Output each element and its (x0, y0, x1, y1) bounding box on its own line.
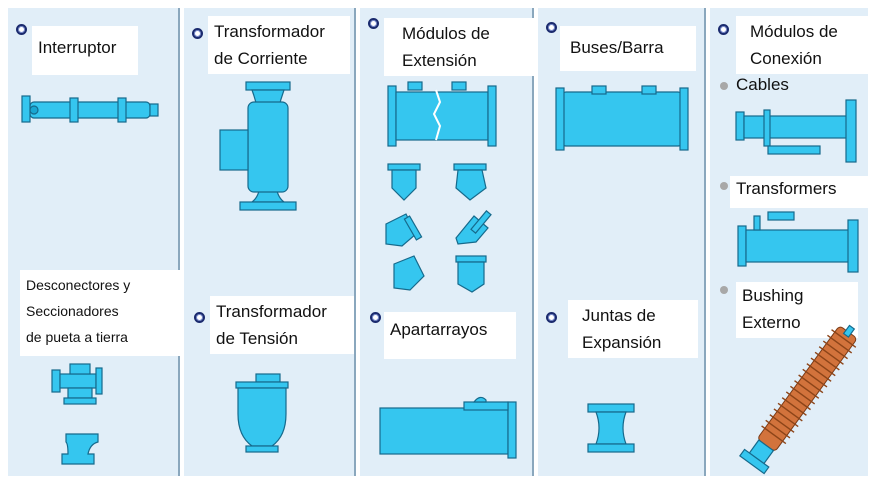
modulo-extension-elbow-1 (387, 163, 421, 201)
label-cables: Cables (736, 75, 789, 94)
modulo-extension-elbow-4 (455, 210, 492, 245)
bullet-ring-icon (546, 22, 557, 33)
label-buses-barra: Buses/Barra (560, 26, 696, 71)
label-juntas-expansion: Juntas de Expansión (568, 300, 698, 358)
bullet-ring-icon (368, 18, 379, 29)
label-transformers: Transformers (730, 176, 868, 208)
label-modulos-extension: Módulos de Extensión (384, 18, 536, 76)
bullet-ring-icon (194, 312, 205, 323)
label-transformador-tension: Transformador de Tensión (210, 296, 354, 354)
modulo-extension-elbow-5 (393, 255, 425, 291)
label-transformador-corriente: Transformador de Corriente (208, 16, 350, 74)
bus-barra-diagram (555, 85, 689, 151)
bullet-ring-icon (370, 312, 381, 323)
bushing-externo-diagram (739, 324, 857, 475)
bullet-ring-icon (546, 312, 557, 323)
modulo-extension-elbow-2 (453, 163, 487, 201)
label-interruptor: Interruptor (32, 26, 138, 75)
transformador-tension-diagram (235, 373, 289, 453)
bullet-ring-icon (718, 24, 729, 35)
conexion-transformers-diagram (737, 211, 859, 273)
label-apartarrayos: Apartarrayos (384, 312, 516, 359)
modulo-extension-long-diagram (387, 81, 497, 147)
gray-dot-icon (720, 286, 728, 294)
column-buses (538, 8, 706, 476)
interruptor-diagram (21, 95, 159, 123)
modulo-extension-elbow-6 (455, 255, 487, 293)
desconector-diagram (51, 363, 103, 405)
transformador-corriente-diagram (219, 81, 297, 211)
modulo-extension-elbow-3 (385, 213, 423, 247)
gray-dot-icon (720, 182, 728, 190)
conexion-cables-diagram (735, 99, 857, 163)
label-modulos-conexion: Módulos de Conexión (736, 16, 872, 74)
label-desconectores: Desconectores y Seccionadores de pueta a… (20, 270, 182, 356)
junta-expansion-diagram (587, 403, 635, 453)
gray-dot-icon (720, 82, 728, 90)
seccionador-diagram (61, 433, 99, 465)
bullet-ring-icon (16, 24, 27, 35)
bullet-ring-icon (192, 28, 203, 39)
apartarrayos-diagram (379, 396, 517, 459)
